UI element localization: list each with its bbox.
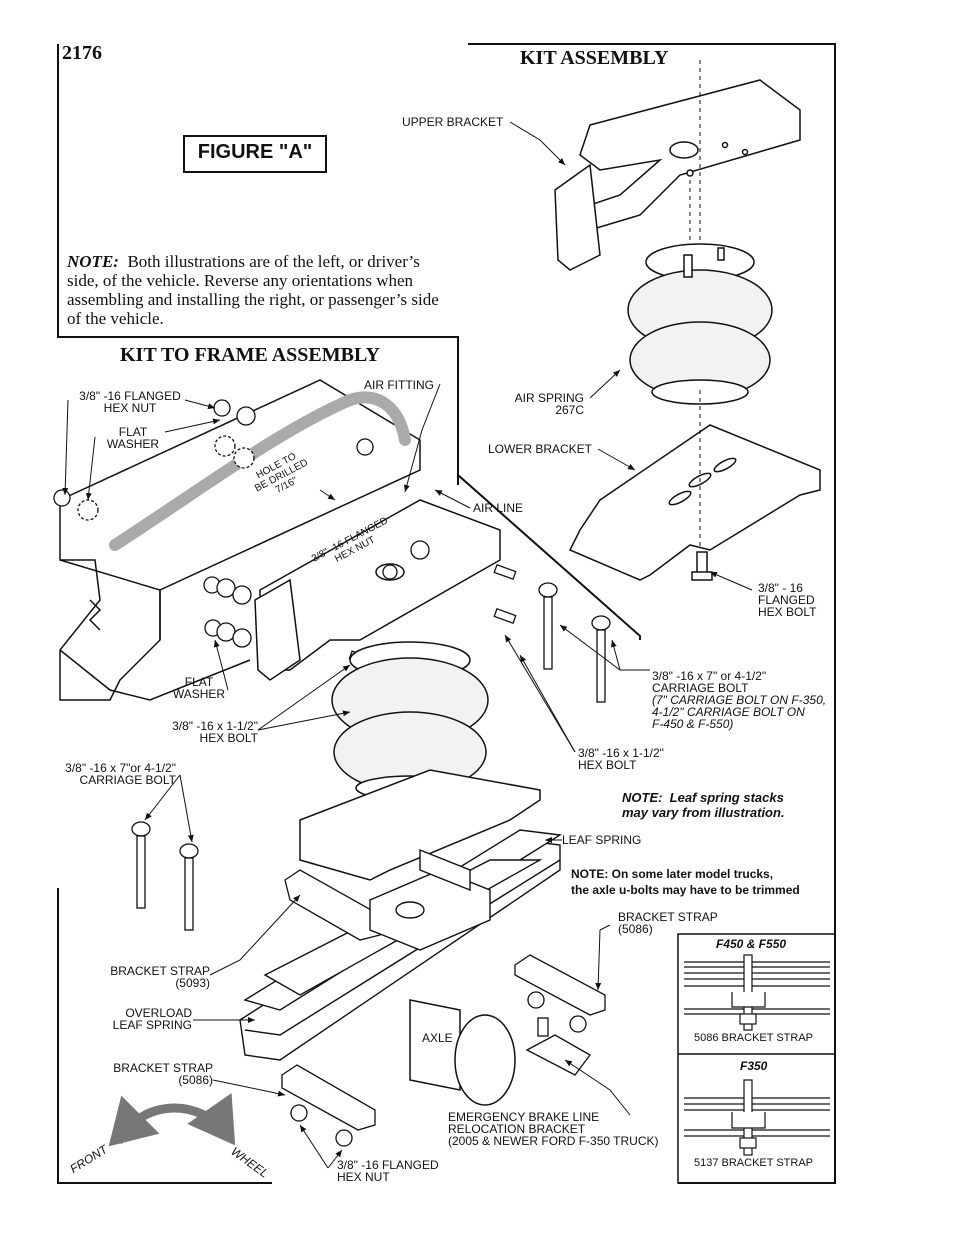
note-line-1: Both illustrations are of the left, or d… bbox=[127, 252, 420, 271]
carriage-bolt-right-label: 3/8" -16 x 7" or 4-1/2"CARRIAGE BOLT(7" … bbox=[652, 669, 827, 731]
upper-bracket-drawing bbox=[554, 60, 801, 271]
upper-bracket-label: UPPER BRACKET bbox=[402, 115, 504, 129]
leader-lines bbox=[62, 121, 753, 1169]
note-line-3: assembling and installing the right, or … bbox=[67, 290, 439, 309]
inset-f450-title: F450 & F550 bbox=[716, 937, 787, 951]
kit-assembly-header: KIT ASSEMBLY bbox=[520, 47, 669, 69]
air-line-hose bbox=[109, 391, 411, 551]
vehicle-frame-rail bbox=[59, 379, 421, 701]
hex-bolt-right-label: 3/8" -16 x 1-1/2"HEX BOLT bbox=[578, 746, 664, 772]
page-number: 2176 bbox=[62, 42, 102, 64]
axle-label: AXLE bbox=[422, 1031, 453, 1045]
lower-bracket-label: LOWER BRACKET bbox=[488, 442, 593, 456]
axle-tube bbox=[409, 999, 516, 1106]
kit-to-frame-header: KIT TO FRAME ASSEMBLY bbox=[120, 344, 380, 366]
figure-label: FIGURE "A" bbox=[197, 141, 313, 163]
leaf-spring-label: LEAF SPRING bbox=[562, 833, 642, 847]
note-prefix: NOTE: bbox=[67, 252, 119, 271]
carriage-bolts bbox=[131, 582, 611, 931]
upper-frame-bracket bbox=[254, 499, 501, 681]
frame-air-spring bbox=[331, 641, 489, 801]
bracket-strap-left-label: BRACKET STRAP(5086) bbox=[113, 1061, 213, 1087]
carriage-bolt-left-label: 3/8" -16 x 7"or 4-1/2"CARRIAGE BOLT bbox=[65, 761, 176, 787]
inset-f350-title: F350 bbox=[740, 1059, 768, 1073]
axle-u-bolt-plate bbox=[369, 848, 491, 951]
air-fitting-label: AIR FITTING bbox=[364, 378, 434, 392]
bracket-straps bbox=[281, 869, 606, 1131]
inset-f350-strap-label: 5137 BRACKET STRAP bbox=[694, 1157, 814, 1169]
inset-f450-drawing bbox=[684, 954, 830, 1031]
air-spring-267c-drawing bbox=[627, 243, 773, 405]
lower-bracket-drawing bbox=[568, 390, 821, 581]
inset-f350-drawing bbox=[684, 1079, 830, 1156]
air-line-label: AIR LINE bbox=[473, 501, 524, 515]
hex-bolt-left-label: 3/8" -16 x 1-1/2"HEX BOLT bbox=[172, 719, 258, 745]
orientation-note: NOTE: Both illustrations are of the left… bbox=[67, 252, 439, 328]
note-line-4: of the vehicle. bbox=[67, 309, 164, 328]
inset-box bbox=[677, 933, 836, 1184]
inset-f450-strap-label: 5086 BRACKET STRAP bbox=[694, 1032, 814, 1044]
bracket-strap-5093-label: BRACKET STRAP(5093) bbox=[110, 964, 210, 990]
front-arrow-head bbox=[108, 1095, 160, 1147]
note-line-2: side, of the vehicle. Reverse any orient… bbox=[67, 271, 414, 290]
figure-label-box bbox=[183, 135, 327, 173]
lower-frame-bracket bbox=[299, 769, 541, 881]
bottom-nuts bbox=[290, 991, 587, 1147]
u-bolt-note: NOTE: On some later model trucks,the axl… bbox=[571, 867, 800, 897]
bracket-strap-right-label: BRACKET STRAP(5086) bbox=[618, 910, 718, 936]
